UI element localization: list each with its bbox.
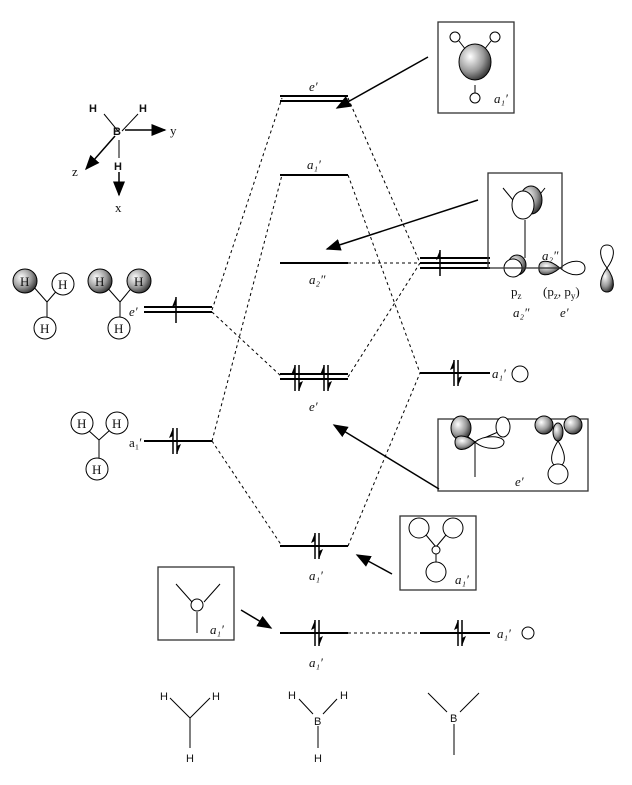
h-atom-label: H (112, 416, 121, 431)
label-h3-e: e′ (129, 304, 138, 319)
label-h3-a1: a₁′ (129, 435, 142, 450)
label-e-antibonding: e′ (309, 79, 318, 94)
h-atom-label: H (212, 691, 220, 703)
p-lobe-shaded (600, 267, 614, 293)
z-axis-arrow (85, 135, 116, 171)
inset-a2: a₂″ (325, 172, 563, 269)
h-orbital (33, 316, 57, 340)
coordinate-axes: B H H H y z x (72, 103, 177, 215)
label-e-bonding: e′ (309, 399, 318, 414)
s-orbital (511, 365, 529, 383)
correlation-line (347, 174, 421, 374)
correlation-lines (211, 97, 421, 634)
h-orbital (51, 272, 75, 296)
h-atom-label: H (314, 753, 322, 765)
h-orbital (547, 463, 569, 485)
inset-a1-core: a₁′ (157, 566, 273, 641)
boron-orbitals: pz a₂″ (pz, py) e′ a₁′ a₁′ (420, 244, 614, 646)
y-axis-label: y (170, 123, 177, 138)
correlation-line (211, 311, 283, 378)
electron-up (171, 296, 177, 324)
h-atom-label: H (95, 274, 104, 289)
pointer-arrow (325, 199, 479, 251)
h-orbital (107, 316, 131, 340)
label-pz-symmetry: a₂″ (513, 305, 530, 320)
inset-label: a₂″ (542, 248, 559, 263)
h-orbital-shaded (563, 415, 583, 435)
h-atom-label: H (186, 753, 194, 765)
h-orbital-shaded (126, 268, 152, 294)
h-orbital (105, 411, 129, 435)
h-atom-label: H (58, 277, 67, 292)
boron-label: B (314, 716, 321, 728)
label-a1-core: a₁′ (309, 655, 323, 670)
h-atom-label: H (114, 321, 123, 336)
hydrogen-label: H (114, 161, 122, 173)
x-axis-label: x (115, 200, 122, 215)
h3-structure: H H H (160, 691, 220, 765)
s-orbital (521, 626, 535, 640)
h-atom-label: H (160, 691, 168, 703)
boron-label: B (450, 713, 457, 725)
z-axis-label: z (72, 164, 78, 179)
label-pxy: (pz, py) (543, 284, 580, 301)
p-lobe (474, 436, 505, 449)
correlation-line (211, 440, 283, 547)
pointer-arrow (240, 609, 273, 629)
bh3-levels: e′ a₁′ a₂″ e′ a₁′ a₁′ (280, 79, 348, 670)
inset-label: e′ (515, 474, 524, 489)
pointer-arrow (335, 56, 429, 109)
h-orbital (85, 457, 109, 481)
h-atom-label: H (20, 274, 29, 289)
h-atom-label: H (288, 690, 296, 702)
inset-label: a₁′ (210, 622, 224, 637)
p-lobe (551, 440, 565, 467)
bh3-structure: H H B H (288, 690, 348, 765)
label-b-2s: a₁′ (492, 366, 506, 381)
hydrogen-label: H (139, 103, 147, 115)
h-atom-label: H (92, 462, 101, 477)
p-lobe (600, 244, 614, 269)
inset-label: a₁′ (455, 572, 469, 587)
inset-a1-bonding: a₁′ (355, 515, 477, 591)
hydrogen-label: H (89, 103, 97, 115)
label-a1-bonding: a₁′ (309, 568, 323, 583)
h-atom-label: H (340, 690, 348, 702)
h-orbital (70, 411, 94, 435)
label-pz: pz (511, 284, 522, 301)
h-atom-label: H (134, 274, 143, 289)
label-a2-nonbonding: a₂″ (309, 272, 326, 287)
b-h-bond (121, 113, 139, 132)
correlation-line (347, 372, 421, 547)
p-lobe (559, 260, 586, 276)
label-b-1s: a₁′ (497, 626, 511, 641)
pointer-arrow (355, 554, 393, 575)
label-pxy-symmetry: e′ (560, 305, 569, 320)
h-orbital-shaded (534, 415, 554, 435)
b-h-bond (103, 113, 119, 132)
inset-a1-antibonding: a₁′ (335, 21, 515, 114)
correlation-line (211, 97, 283, 311)
p-lobe-shaded (552, 422, 564, 442)
h-orbital (495, 416, 511, 438)
boron-structure: B (427, 692, 480, 755)
h-atom-label: H (77, 416, 86, 431)
correlation-line (347, 97, 421, 264)
h-orbital-shaded (87, 268, 113, 294)
correlation-line (211, 174, 283, 442)
h-orbital-shaded (12, 268, 38, 294)
p-lobe (511, 190, 535, 220)
inset-label: a₁′ (494, 91, 508, 106)
label-a1-antibonding: a₁′ (307, 157, 321, 172)
h-atom-label: H (40, 321, 49, 336)
correlation-line (347, 262, 421, 378)
h3-fragment: H H H H H H e′ H H H a₁′ (12, 268, 212, 481)
inset-e-bonding: e′ (332, 415, 589, 492)
boron-label: B (113, 126, 121, 138)
pointer-arrow (332, 424, 440, 490)
p-lobe-shaded (454, 435, 476, 450)
sphere-orbital (458, 43, 492, 81)
